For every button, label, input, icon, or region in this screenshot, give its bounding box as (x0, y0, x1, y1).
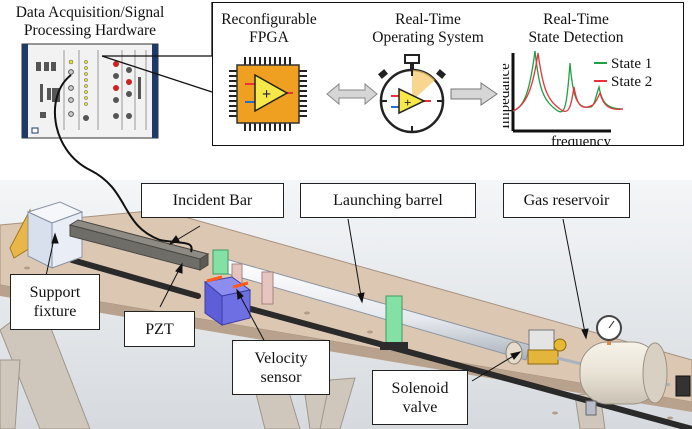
label-launching-barrel: Launching barrel (300, 183, 476, 218)
plot-xlabel: frequency (551, 134, 611, 145)
hardware-title-line1: Data Acquisition/Signal (15, 4, 165, 21)
label-velocity-sensor-line2: sensor (260, 369, 302, 386)
svg-text:+: + (262, 86, 271, 103)
velocity-sensor-model (203, 275, 252, 326)
rtos-title-line1: Real-Time (395, 11, 461, 28)
label-gas-reservoir-text: Gas reservoir (523, 192, 610, 209)
rtos-title-line2: Operating System (372, 29, 484, 46)
legend-label-state-1: State 1 (611, 56, 652, 72)
label-support-fixture: Support fixture (10, 274, 100, 330)
rack-side-left (22, 44, 28, 138)
rack-side-right (152, 44, 158, 138)
bidirectional-arrow-icon (326, 82, 378, 106)
state-1-curve (512, 50, 624, 113)
rack-module-ports (36, 62, 60, 118)
label-velocity-sensor-line1: Velocity (254, 350, 308, 367)
label-solenoid-valve-line2: valve (402, 399, 438, 416)
fpga-title-line1: Reconfigurable (221, 11, 317, 28)
hardware-title-line2: Processing Hardware (23, 22, 157, 39)
plot-legend: State 1 State 2 (594, 56, 652, 90)
fpga-title: Reconfigurable FPGA (209, 11, 329, 47)
detection-title-line1: Real-Time (543, 11, 609, 28)
green-holders (212, 249, 403, 347)
detection-title-line2: State Detection (528, 29, 624, 46)
svg-text:+: + (404, 95, 411, 110)
rack-leds (68, 59, 88, 106)
rtos-title: Real-Time Operating System (353, 11, 503, 47)
label-support-fixture-line2: fixture (33, 303, 77, 320)
gas-reservoir-model (556, 315, 691, 416)
processing-callout-box: Reconfigurable FPGA + Real-Time Operatin… (212, 2, 684, 146)
label-incident-bar: Incident Bar (141, 183, 284, 218)
label-launching-barrel-text: Launching barrel (333, 192, 443, 209)
plot-ylabel: Impedance (503, 63, 513, 129)
label-incident-bar-text: Incident Bar (172, 192, 253, 209)
incident-bar-model (68, 219, 210, 271)
label-gas-reservoir: Gas reservoir (503, 183, 630, 218)
label-solenoid-valve-line1: Solenoid (391, 380, 449, 397)
daq-hardware-rack (21, 43, 159, 139)
stopwatch-icon: + (378, 54, 446, 134)
legend-label-state-2: State 2 (611, 74, 652, 90)
label-pzt: PZT (124, 311, 195, 347)
holder-base (380, 342, 408, 350)
state-2-curve (512, 52, 624, 113)
impedance-plot: State 1 State 2 Impedance frequency (503, 50, 652, 145)
label-pzt-text: PZT (145, 321, 174, 338)
hardware-title: Data Acquisition/Signal Processing Hardw… (0, 4, 180, 40)
label-solenoid-valve: Solenoid valve (372, 370, 468, 425)
amplifier-icon (254, 73, 289, 113)
forward-arrow-icon (450, 82, 498, 106)
rails (69, 257, 692, 429)
rack-connectors (68, 61, 141, 121)
label-velocity-sensor: Velocity sensor (232, 340, 330, 395)
label-support-fixture-line1: Support (29, 284, 81, 301)
detection-title: Real-Time State Detection (511, 11, 641, 47)
fpga-chip-icon: + (229, 57, 307, 131)
fpga-title-line2: FPGA (249, 29, 289, 46)
